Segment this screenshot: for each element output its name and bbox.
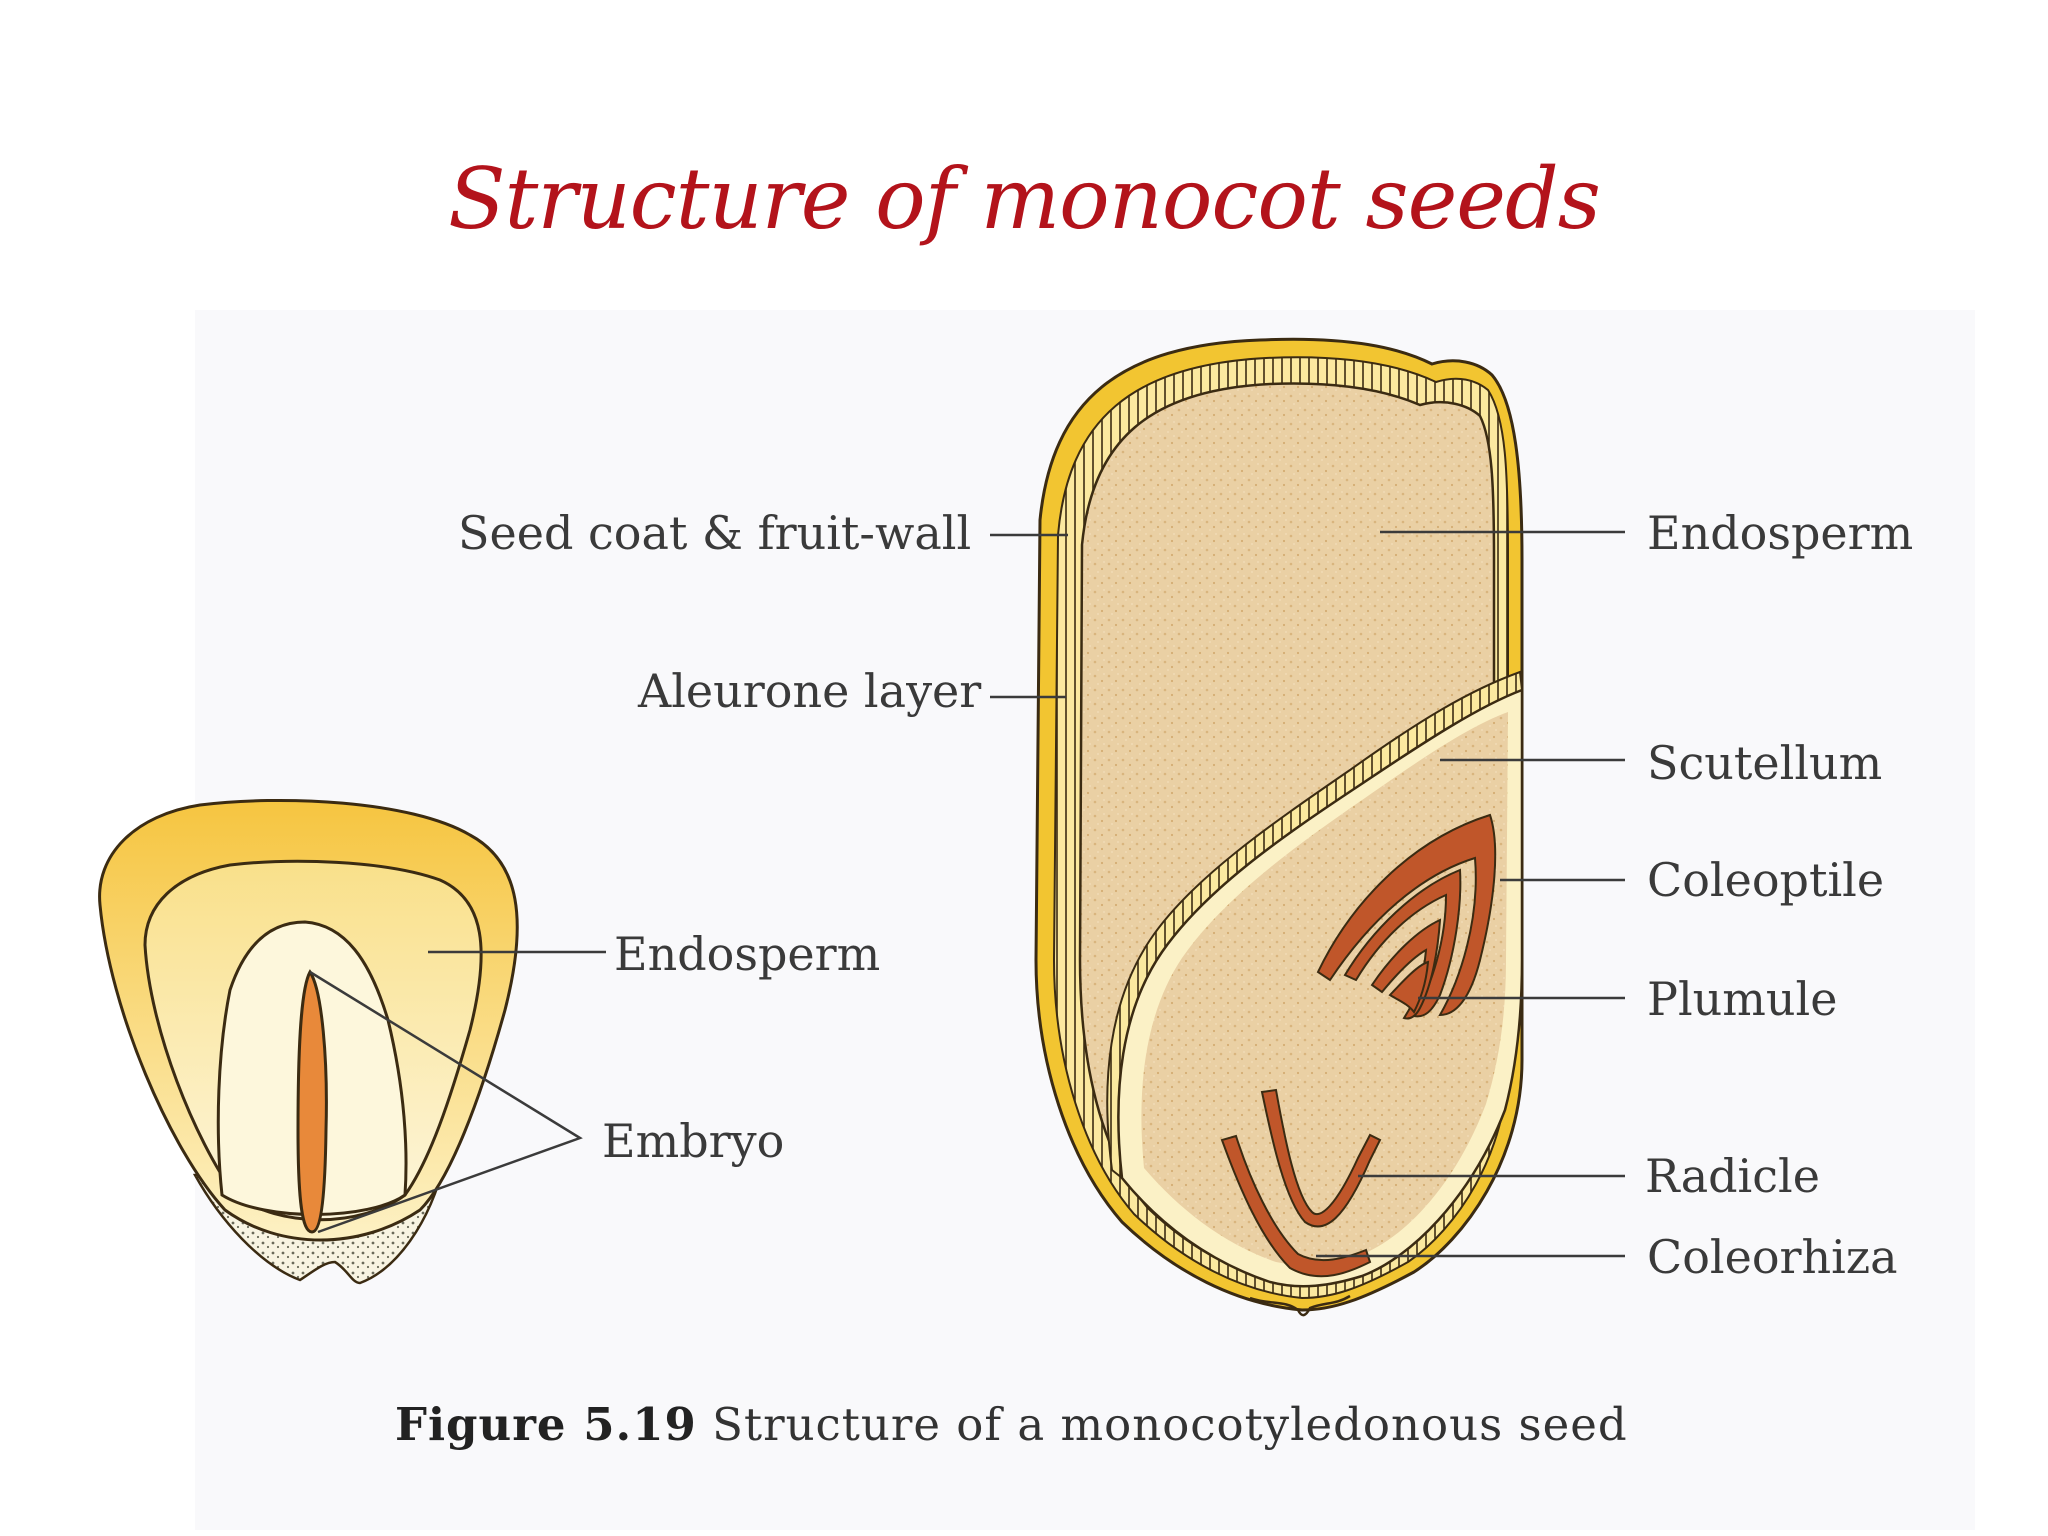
- slide-title: Structure of monocot seeds: [448, 150, 1601, 248]
- label-embryo: Embryo: [602, 1114, 785, 1168]
- label-endosperm: Endosperm: [1647, 506, 1914, 560]
- leader-left-embryo: [309, 970, 583, 1234]
- figure-caption-text: Structure of a monocotyledonous seed: [712, 1398, 1628, 1451]
- label-radicle: Radicle: [1645, 1149, 1820, 1203]
- label-plumule: Plumule: [1647, 972, 1838, 1026]
- left-leader-lines: [309, 950, 606, 1234]
- left-seed-embryo: [296, 969, 328, 1234]
- right-leader-lines: [990, 530, 1625, 1258]
- label-coleoptile: Coleoptile: [1647, 853, 1885, 907]
- right-seed-tip: [1249, 1294, 1351, 1317]
- figure-number: Figure 5.19: [395, 1398, 697, 1451]
- label-coleorhiza: Coleorhiza: [1647, 1230, 1898, 1284]
- right-seed-coleoptile: [1316, 813, 1497, 1020]
- right-seed-coleorhiza: [1220, 1134, 1372, 1278]
- figure-caption: Figure 5.19 Structure of a monocotyledon…: [395, 1398, 1628, 1451]
- left-seed: [98, 798, 519, 1285]
- label-aleurone: Aleurone layer: [638, 664, 982, 718]
- right-seed-radicle: [1220, 1088, 1382, 1278]
- right-seed: [1034, 337, 1524, 1317]
- right-seed-scutellum: [1141, 712, 1508, 1266]
- label-left-endosperm: Endosperm: [614, 927, 881, 981]
- label-scutellum: Scutellum: [1647, 736, 1883, 790]
- label-seed-coat: Seed coat & fruit-wall: [458, 506, 972, 560]
